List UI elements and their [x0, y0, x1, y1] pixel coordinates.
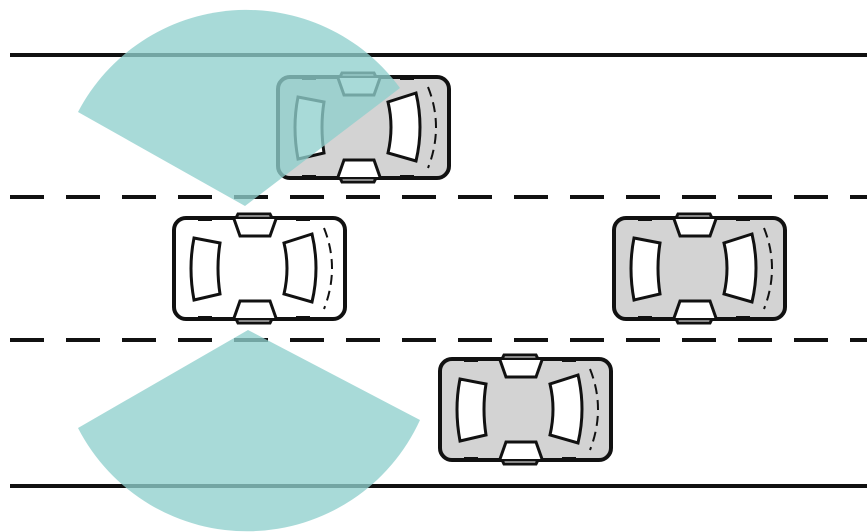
sensor-zone-right-of-ego: [78, 330, 420, 531]
other-car-middle-lane: [614, 214, 785, 323]
other-car-bottom-lane: [440, 355, 611, 464]
ego-car: [174, 214, 345, 323]
